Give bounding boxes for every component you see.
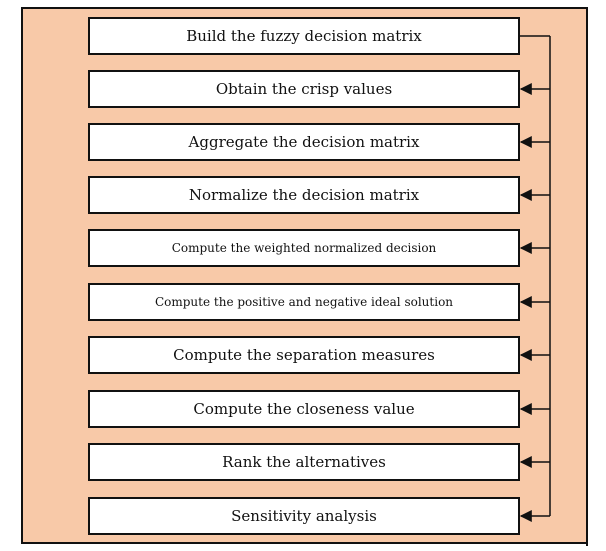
step-label-9: Rank the alternatives: [222, 452, 386, 471]
step-label-6: Compute the positive and negative ideal …: [154, 295, 454, 309]
step-label-2: Obtain the crisp values: [215, 79, 393, 98]
step-label-4: Normalize the decision matrix: [188, 185, 420, 204]
step-box-7: Compute the separation measures: [88, 336, 520, 374]
step-label-3: Aggregate the decision matrix: [188, 132, 420, 151]
step-label-5: Compute the weighted normalized decision: [171, 241, 437, 255]
step-box-5: Compute the weighted normalized decision: [88, 229, 520, 267]
step-label-7: Compute the separation measures: [173, 345, 435, 364]
step-box-2: Obtain the crisp values: [88, 70, 520, 108]
step-box-8: Compute the closeness value: [88, 390, 520, 428]
step-box-6: Compute the positive and negative ideal …: [88, 283, 520, 321]
corner-mark: [586, 538, 588, 546]
step-label-1: Build the fuzzy decision matrix: [186, 26, 422, 45]
step-box-4: Normalize the decision matrix: [88, 176, 520, 214]
step-label-8: Compute the closeness value: [193, 399, 415, 418]
step-box-3: Aggregate the decision matrix: [88, 123, 520, 161]
step-label-10: Sensitivity analysis: [231, 506, 377, 525]
step-box-10: Sensitivity analysis: [88, 497, 520, 535]
step-box-9: Rank the alternatives: [88, 443, 520, 481]
step-box-1: Build the fuzzy decision matrix: [88, 17, 520, 55]
